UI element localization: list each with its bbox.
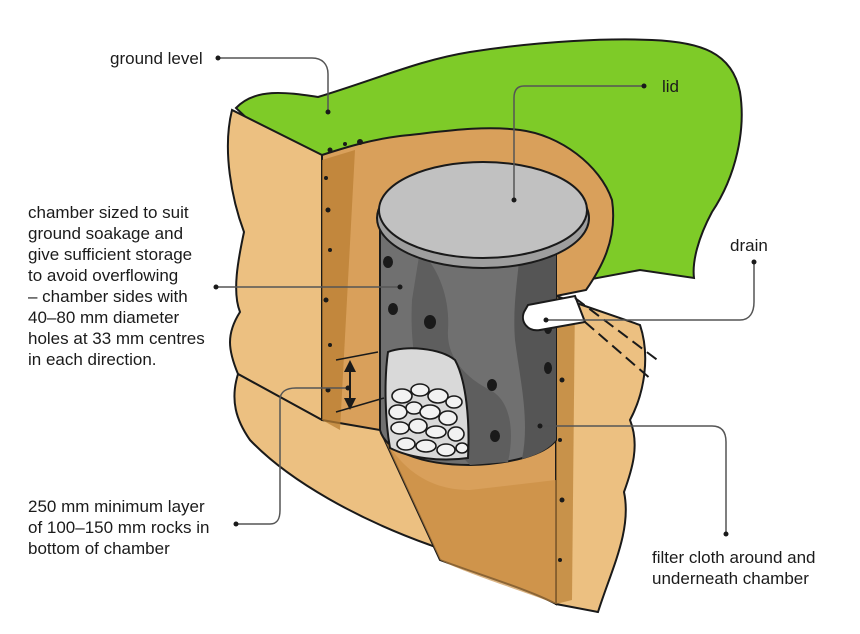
label-filter-cloth: filter cloth around and underneath chamb… (652, 548, 816, 588)
rock-depth-tick-bottom (335, 397, 385, 413)
filter-cloth-panel (411, 250, 511, 465)
label-ground-level: ground level (110, 49, 203, 68)
soil-block-right (555, 294, 647, 614)
leader-lines (216, 57, 755, 534)
excavation-shadow-right (556, 296, 575, 604)
leader-lid (513, 85, 644, 200)
chamber-lid (378, 161, 588, 259)
rock-depth-arrowhead-bottom (344, 398, 356, 410)
rocks (388, 383, 469, 457)
excavation-floor-shadow (380, 430, 556, 604)
drain-pipe (522, 294, 587, 332)
leader-drain (546, 262, 755, 321)
chamber-holes (383, 256, 552, 442)
excavation-shadow (322, 150, 355, 430)
label-lid: lid (662, 77, 680, 96)
label-drain: drain (730, 236, 768, 255)
rock-depth-arrowhead-top (344, 360, 356, 372)
soil-texture (323, 139, 565, 562)
leader-filter-cloth (540, 425, 727, 534)
leader-ground-level (218, 57, 329, 112)
drain-pipe-run-lower (584, 321, 653, 381)
soil-block-left (226, 108, 323, 422)
label-chamber: chamber sized to suit ground soakage and… (28, 203, 205, 369)
label-rock-layer: 250 mm minimum layer of 100–150 mm rocks… (28, 497, 210, 558)
leader-endpoints (213, 55, 757, 537)
leader-rocks (236, 387, 348, 525)
filter-cloth-panel-right (514, 232, 556, 459)
rock-depth-tick-top (335, 351, 379, 361)
